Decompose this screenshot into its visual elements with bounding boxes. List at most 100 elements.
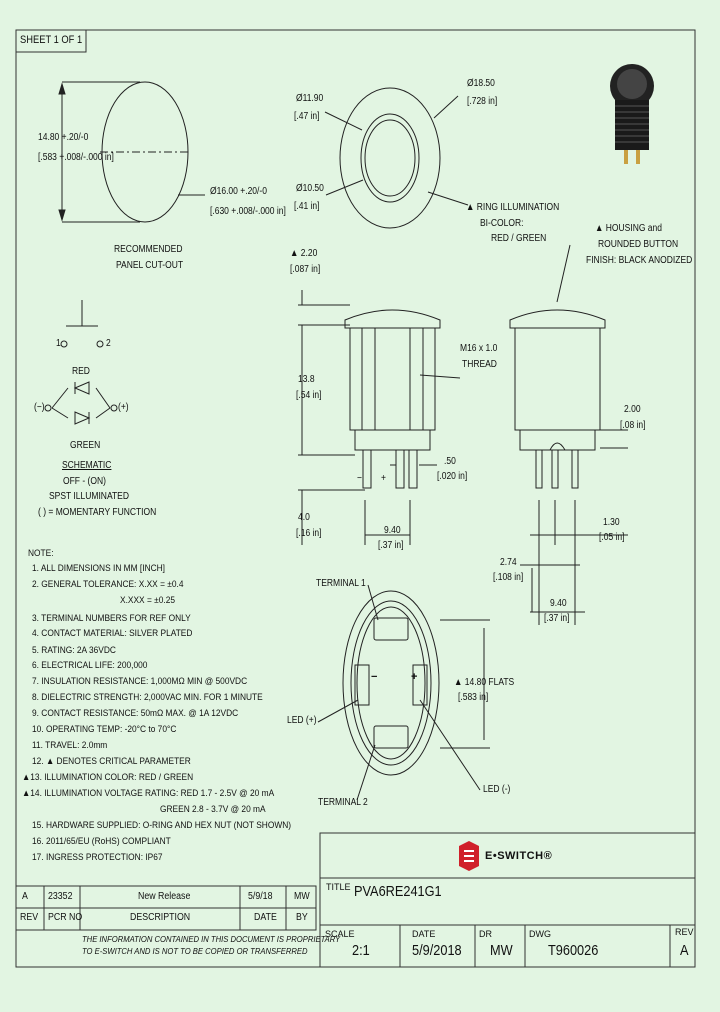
r-dim-offset-in: [.108 in] (493, 572, 524, 583)
note-item: 7. INSULATION RESISTANCE: 1,000MΩ MIN @ … (32, 676, 248, 687)
pcr-header: PCR NO (48, 912, 83, 923)
note-item: 10. OPERATING TEMP: -20°C to 70°C (32, 724, 177, 735)
note-item: 1. ALL DIMENSIONS IN MM [INCH] (32, 563, 166, 574)
schematic-minus: (−) (34, 402, 45, 413)
sheet-label-box (15, 29, 87, 53)
r-dim-width: 9.40 (550, 598, 567, 609)
scale-value: 2:1 (352, 942, 370, 959)
side-dim-terminal: .50 (444, 456, 456, 467)
schematic-function: OFF - (ON) (63, 476, 106, 487)
pcr-value: 23352 (48, 891, 73, 902)
notes-heading: NOTE: (28, 548, 54, 559)
note-item: ▲13. ILLUMINATION COLOR: RED / GREEN (22, 772, 194, 783)
side-dim-body-in: [.54 in] (296, 390, 322, 401)
note-item: X.XXX = ±0.25 (120, 595, 176, 606)
description-header: DESCRIPTION (130, 912, 191, 923)
dwg-value: T960026 (548, 942, 599, 959)
side-view-right (509, 244, 628, 625)
note-item: 8. DIELECTRIC STRENGTH: 2,000VAC MIN. FO… (32, 692, 263, 703)
note-item: GREEN 2.8 - 3.7V @ 20 mA (160, 804, 266, 815)
front-dim-inner: Ø10.50 (296, 183, 324, 194)
date-value: 5/9/2018 (412, 942, 462, 959)
led-plus-label: LED (+) (287, 715, 317, 726)
side-dim-cap-in: [.087 in] (290, 264, 321, 275)
flats-dim: ▲ 14.80 FLATS (454, 677, 515, 688)
flats-dim-in: [.583 in] (458, 692, 489, 703)
note-item: 6. ELECTRICAL LIFE: 200,000 (32, 660, 148, 671)
front-dim-thread-in: [.728 in] (467, 96, 498, 107)
part-number: PVA6RE241G1 (354, 883, 442, 900)
date-header: DATE (254, 912, 277, 923)
schematic-terminal-1: 1 (56, 338, 61, 349)
terminal-view (317, 584, 490, 801)
eswitch-logo-mark (459, 841, 479, 871)
front-dim-inner-in: [.41 in] (294, 201, 320, 212)
dwg-label: DWG (529, 929, 551, 939)
cutout-diameter-dim: Ø16.00 +.20/-0 (210, 186, 267, 197)
schematic-green: GREEN (70, 440, 101, 451)
by-header: BY (296, 912, 308, 923)
note-item: 17. INGRESS PROTECTION: IP67 (32, 852, 163, 863)
front-dim-outer: Ø11.90 (296, 93, 324, 104)
cutout-caption-line1: RECOMMENDED (114, 244, 183, 255)
rev-value-title: A (680, 942, 689, 959)
scale-label: SCALE (325, 929, 355, 939)
ring-note-line3: RED / GREEN (491, 233, 547, 244)
terminal-mark-minus: − (371, 671, 378, 683)
rev-value: A (22, 891, 28, 902)
r-dim-led: 2.00 (624, 404, 641, 415)
schematic (44, 300, 118, 425)
schematic-plus: (+) (118, 402, 129, 413)
housing-note-line2: ROUNDED BUTTON (598, 239, 679, 250)
product-photo (610, 64, 654, 164)
side-dim-width-in: [.37 in] (378, 540, 404, 551)
company-logo-text: E•SWITCH® (485, 850, 553, 862)
housing-note-line1: ▲ HOUSING and (595, 223, 662, 234)
date-label: DATE (412, 929, 436, 939)
schematic-legend: ( ) = MOMENTARY FUNCTION (38, 507, 157, 518)
side-dim-cap: ▲ 2.20 (290, 248, 318, 259)
title-label: TITLE (326, 882, 351, 892)
side-dim-body: 13.8 (298, 374, 315, 385)
side-view-left (298, 290, 461, 545)
note-item: 4. CONTACT MATERIAL: SILVER PLATED (32, 628, 193, 639)
note-item: 16. 2011/65/EU (RoHS) COMPLIANT (32, 836, 171, 847)
note-item: ▲14. ILLUMINATION VOLTAGE RATING: RED 1.… (22, 788, 275, 799)
housing-note-line3: FINISH: BLACK ANODIZED (586, 255, 693, 266)
side-dim-pin: 4.0 (298, 512, 310, 523)
schematic-title: SCHEMATIC (62, 460, 112, 471)
schematic-terminal-2: 2 (106, 338, 111, 349)
side-dim-width: 9.40 (384, 525, 401, 536)
panel-cutout-view (58, 81, 205, 223)
front-ring-view (324, 87, 469, 229)
r-dim-pitch: 1.30 (603, 517, 620, 528)
dr-value: MW (490, 942, 513, 959)
note-item: 12. ▲ DENOTES CRITICAL PARAMETER (32, 756, 191, 767)
dr-label: DR (479, 929, 492, 939)
plus-sign: + (381, 473, 386, 484)
disclaimer-line1: THE INFORMATION CONTAINED IN THIS DOCUME… (82, 934, 341, 944)
revision-block (15, 885, 317, 931)
cutout-height-dim: 14.80 +.20/-0 (38, 132, 89, 143)
description-value: New Release (138, 891, 191, 902)
r-dim-pitch-in: [.05 in] (599, 532, 625, 543)
disclaimer-line2: TO E-SWITCH AND IS NOT TO BE COPIED OR T… (82, 946, 308, 956)
terminal-1-label: TERMINAL 1 (316, 578, 366, 589)
schematic-red: RED (72, 366, 90, 377)
cutout-height-dim-in: [.583 +.008/-.000 in] (38, 152, 114, 163)
sheet-label: SHEET 1 OF 1 (20, 34, 83, 46)
note-item: 5. RATING: 2A 36VDC (32, 645, 116, 656)
note-item: 11. TRAVEL: 2.0mm (32, 740, 108, 751)
title-block (319, 832, 696, 968)
r-dim-offset: 2.74 (500, 557, 517, 568)
ring-note-line2: BI-COLOR: (480, 218, 524, 229)
note-item: 15. HARDWARE SUPPLIED: O-RING AND HEX NU… (32, 820, 292, 831)
thread-note-line1: M16 x 1.0 (460, 343, 498, 354)
rev-header: REV (20, 912, 39, 923)
note-item: 9. CONTACT RESISTANCE: 50mΩ MAX. @ 1A 12… (32, 708, 239, 719)
rev-by-value: MW (294, 891, 310, 902)
ring-note-line1: ▲ RING ILLUMINATION (466, 202, 560, 213)
minus-sign: − (357, 473, 362, 484)
